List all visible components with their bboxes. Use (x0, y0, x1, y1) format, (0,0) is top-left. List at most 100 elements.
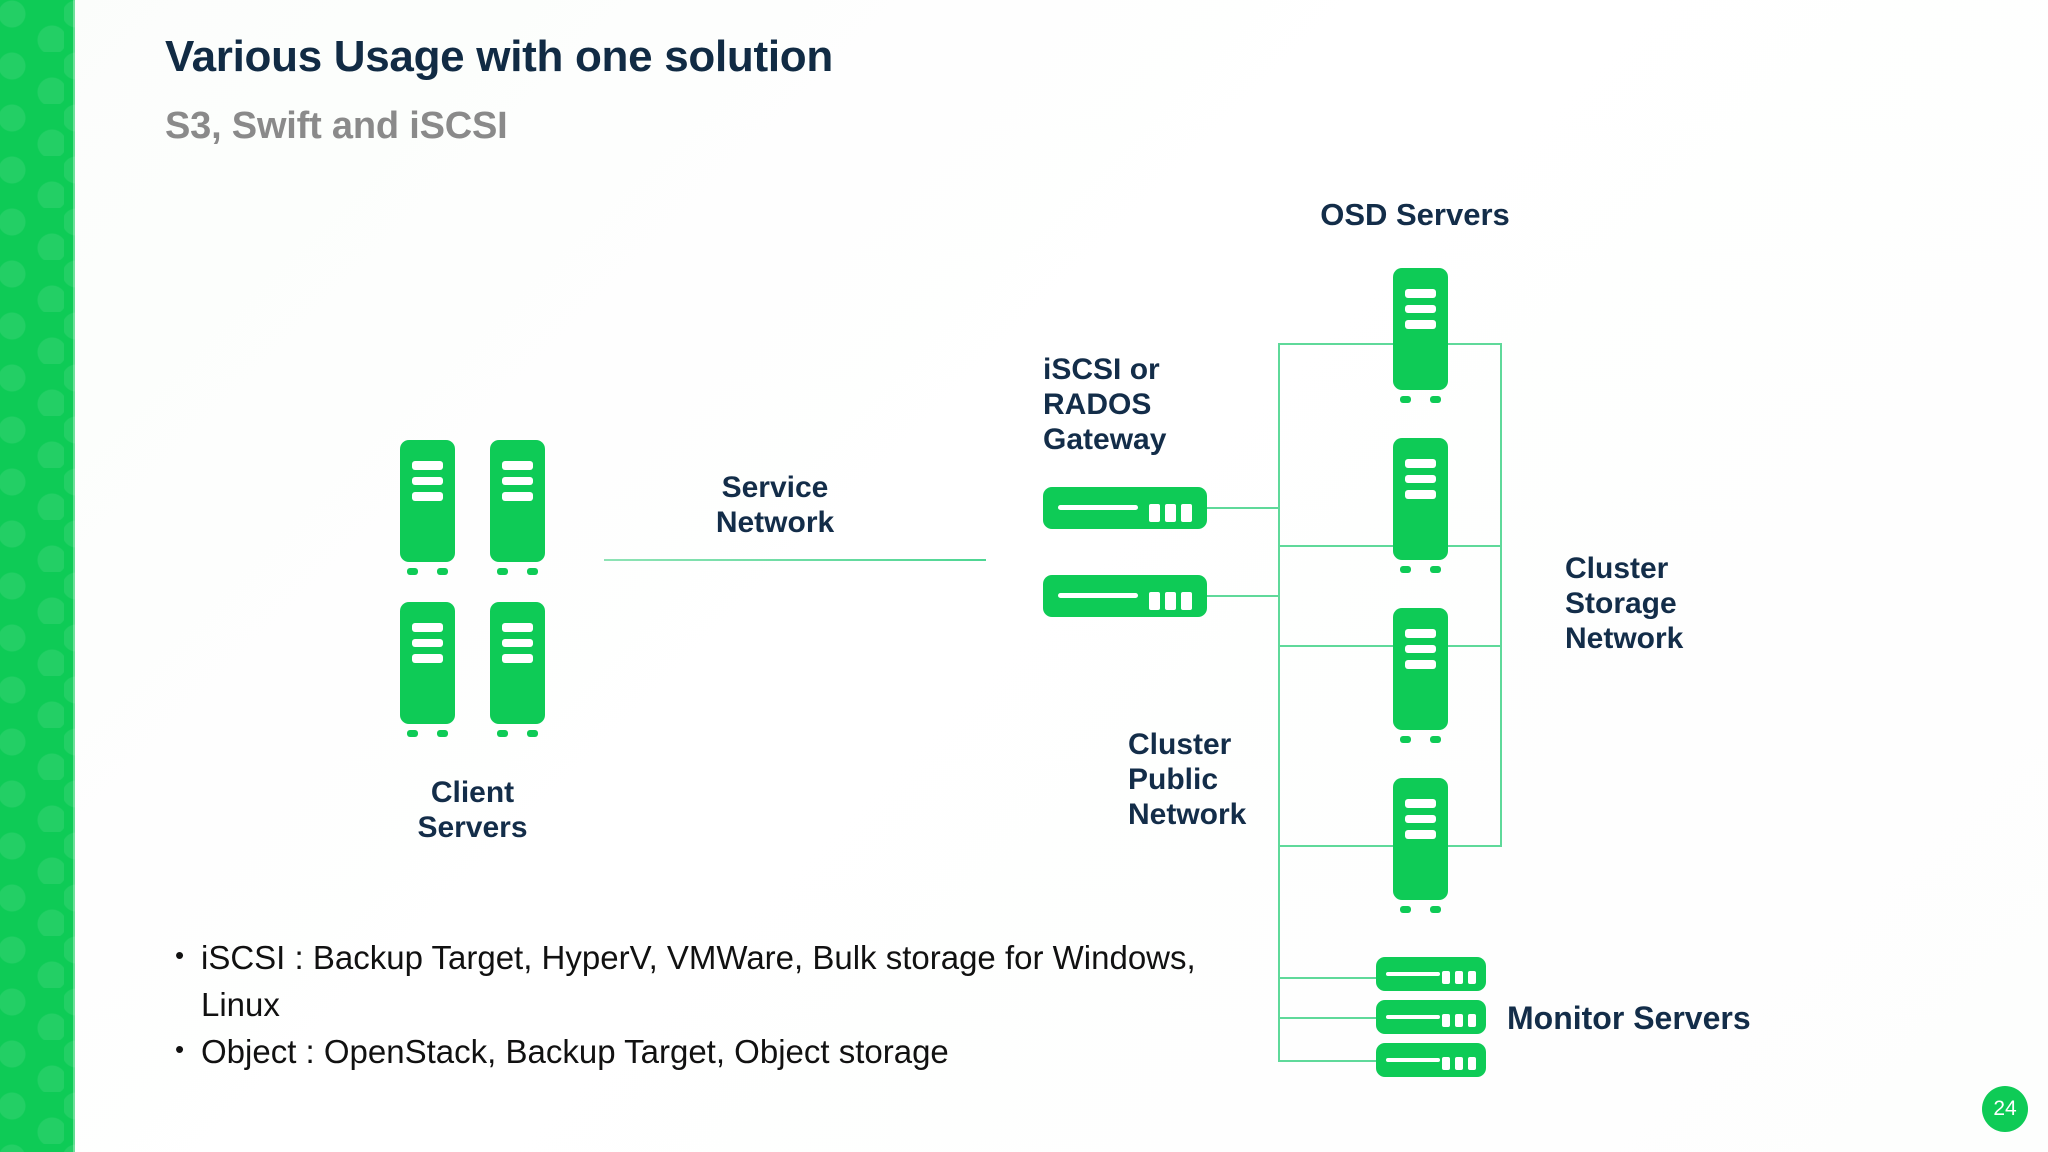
server-slot-bar (1405, 798, 1436, 808)
cluster-storage-label-line3: Network (1565, 622, 1684, 656)
rack-face-bar (1385, 1057, 1440, 1062)
server-slot-bar (412, 476, 443, 486)
gateway-rack-icon (1043, 575, 1207, 617)
cluster-storage-network-bus (1500, 343, 1502, 846)
server-slot-bar (1405, 660, 1436, 670)
rack-face-bar (1385, 971, 1440, 976)
server-foot (406, 730, 418, 737)
server-slot-bar (412, 460, 443, 470)
server-foot (1399, 906, 1411, 913)
server-slot-bar (412, 622, 443, 632)
osd-server-icon (1393, 778, 1448, 913)
monitor-server-icon (1376, 1000, 1486, 1034)
rack-face-bar (1385, 1014, 1440, 1019)
server-slot-bar (1405, 644, 1436, 654)
server-slot-bar (1405, 814, 1436, 824)
monitor-servers-label: Monitor Servers (1507, 1000, 1751, 1036)
list-item: • iSCSI : Backup Target, HyperV, VMWare,… (175, 935, 1235, 1029)
bullet-marker: • (175, 1033, 185, 1064)
server-foot (1399, 396, 1411, 403)
gateway-to-bus-connector (1207, 507, 1280, 509)
gateway-label-line2: RADOS (1043, 388, 1152, 422)
rack-led-group (1442, 1056, 1477, 1070)
gateway-rack-icon (1043, 487, 1207, 529)
monitor-server-icon (1376, 957, 1486, 991)
server-foot (437, 568, 449, 575)
server-foot (1430, 396, 1442, 403)
gateway-to-bus-connector (1207, 595, 1280, 597)
service-network-line (604, 559, 986, 561)
server-slot-bar (1405, 490, 1436, 500)
server-slot-bar (1405, 320, 1436, 330)
monitor-network-connector (1278, 977, 1378, 979)
cluster-storage-label-line1: Cluster (1565, 552, 1669, 585)
client-servers-label-line2: Servers (417, 811, 528, 845)
osd-servers-heading: OSD Servers (1320, 197, 1510, 232)
gateway-label-line3: Gateway (1043, 423, 1167, 457)
monitor-network-connector (1278, 1017, 1378, 1019)
client-servers-label-line1: Client (430, 776, 515, 809)
server-foot (437, 730, 449, 737)
bullet-marker: • (175, 940, 185, 970)
service-network-label: Service Network (640, 470, 910, 540)
osd-server-icon (1393, 268, 1448, 403)
server-foot (1399, 566, 1411, 573)
server-foot (1430, 906, 1442, 913)
rack-led-group (1442, 1013, 1477, 1027)
rack-face-bar (1057, 593, 1139, 599)
client-servers-label: Client Servers (355, 775, 590, 845)
service-network-label-line2: Network (715, 506, 835, 540)
server-foot (406, 568, 418, 575)
monitor-server-icon (1376, 1043, 1486, 1077)
server-foot (1399, 736, 1411, 743)
cluster-public-label-line1: Cluster (1128, 728, 1232, 761)
server-foot (1430, 566, 1442, 573)
osd-network-rung (1278, 845, 1502, 847)
list-item: • Object : OpenStack, Backup Target, Obj… (175, 1029, 1235, 1076)
server-slot-bar (502, 476, 533, 486)
cluster-public-label-line2: Public (1128, 763, 1219, 797)
server-slot-bar (1405, 628, 1436, 638)
client-server-icon (400, 440, 455, 575)
rack-led-group (1149, 503, 1193, 522)
gateway-label: iSCSI or RADOS Gateway (1043, 352, 1258, 457)
server-slot-bar (412, 492, 443, 502)
server-foot (496, 568, 508, 575)
monitor-network-connector (1278, 1060, 1378, 1062)
client-server-icon (490, 602, 545, 737)
server-slot-bar (1405, 830, 1436, 840)
bullet-text: iSCSI : Backup Target, HyperV, VMWare, B… (201, 939, 1196, 1023)
osd-network-rung (1278, 343, 1502, 345)
client-server-icon (490, 440, 545, 575)
server-slot-bar (1405, 458, 1436, 468)
page-subtitle: S3, Swift and iSCSI (165, 105, 508, 147)
server-slot-bar (502, 460, 533, 470)
gateway-label-line1: iSCSI or (1043, 353, 1160, 386)
cluster-storage-label-line2: Storage (1565, 587, 1677, 621)
server-slot-bar (502, 622, 533, 632)
server-slot-bar (412, 654, 443, 664)
server-slot-bar (1405, 304, 1436, 314)
left-green-accent-bar (0, 0, 75, 1152)
server-slot-bar (502, 638, 533, 648)
osd-network-rung (1278, 645, 1502, 647)
server-slot-bar (502, 654, 533, 664)
bullet-list: • iSCSI : Backup Target, HyperV, VMWare,… (175, 935, 1235, 1076)
server-foot (496, 730, 508, 737)
server-slot-bar (412, 638, 443, 648)
accent-bar-edge (73, 0, 75, 1152)
server-slot-bar (502, 492, 533, 502)
bullet-text: Object : OpenStack, Backup Target, Objec… (201, 1032, 949, 1070)
cluster-public-network-bus (1278, 343, 1280, 1062)
cluster-storage-network-label: Cluster Storage Network (1565, 551, 1825, 656)
osd-network-rung (1278, 545, 1502, 547)
server-slot-bar (1405, 474, 1436, 484)
rack-led-group (1442, 970, 1477, 984)
server-foot (527, 730, 539, 737)
client-server-icon (400, 602, 455, 737)
service-network-label-line1: Service (721, 471, 829, 504)
osd-server-icon (1393, 608, 1448, 743)
server-foot (527, 568, 539, 575)
cluster-public-label-line3: Network (1128, 798, 1247, 832)
rack-face-bar (1057, 505, 1139, 511)
